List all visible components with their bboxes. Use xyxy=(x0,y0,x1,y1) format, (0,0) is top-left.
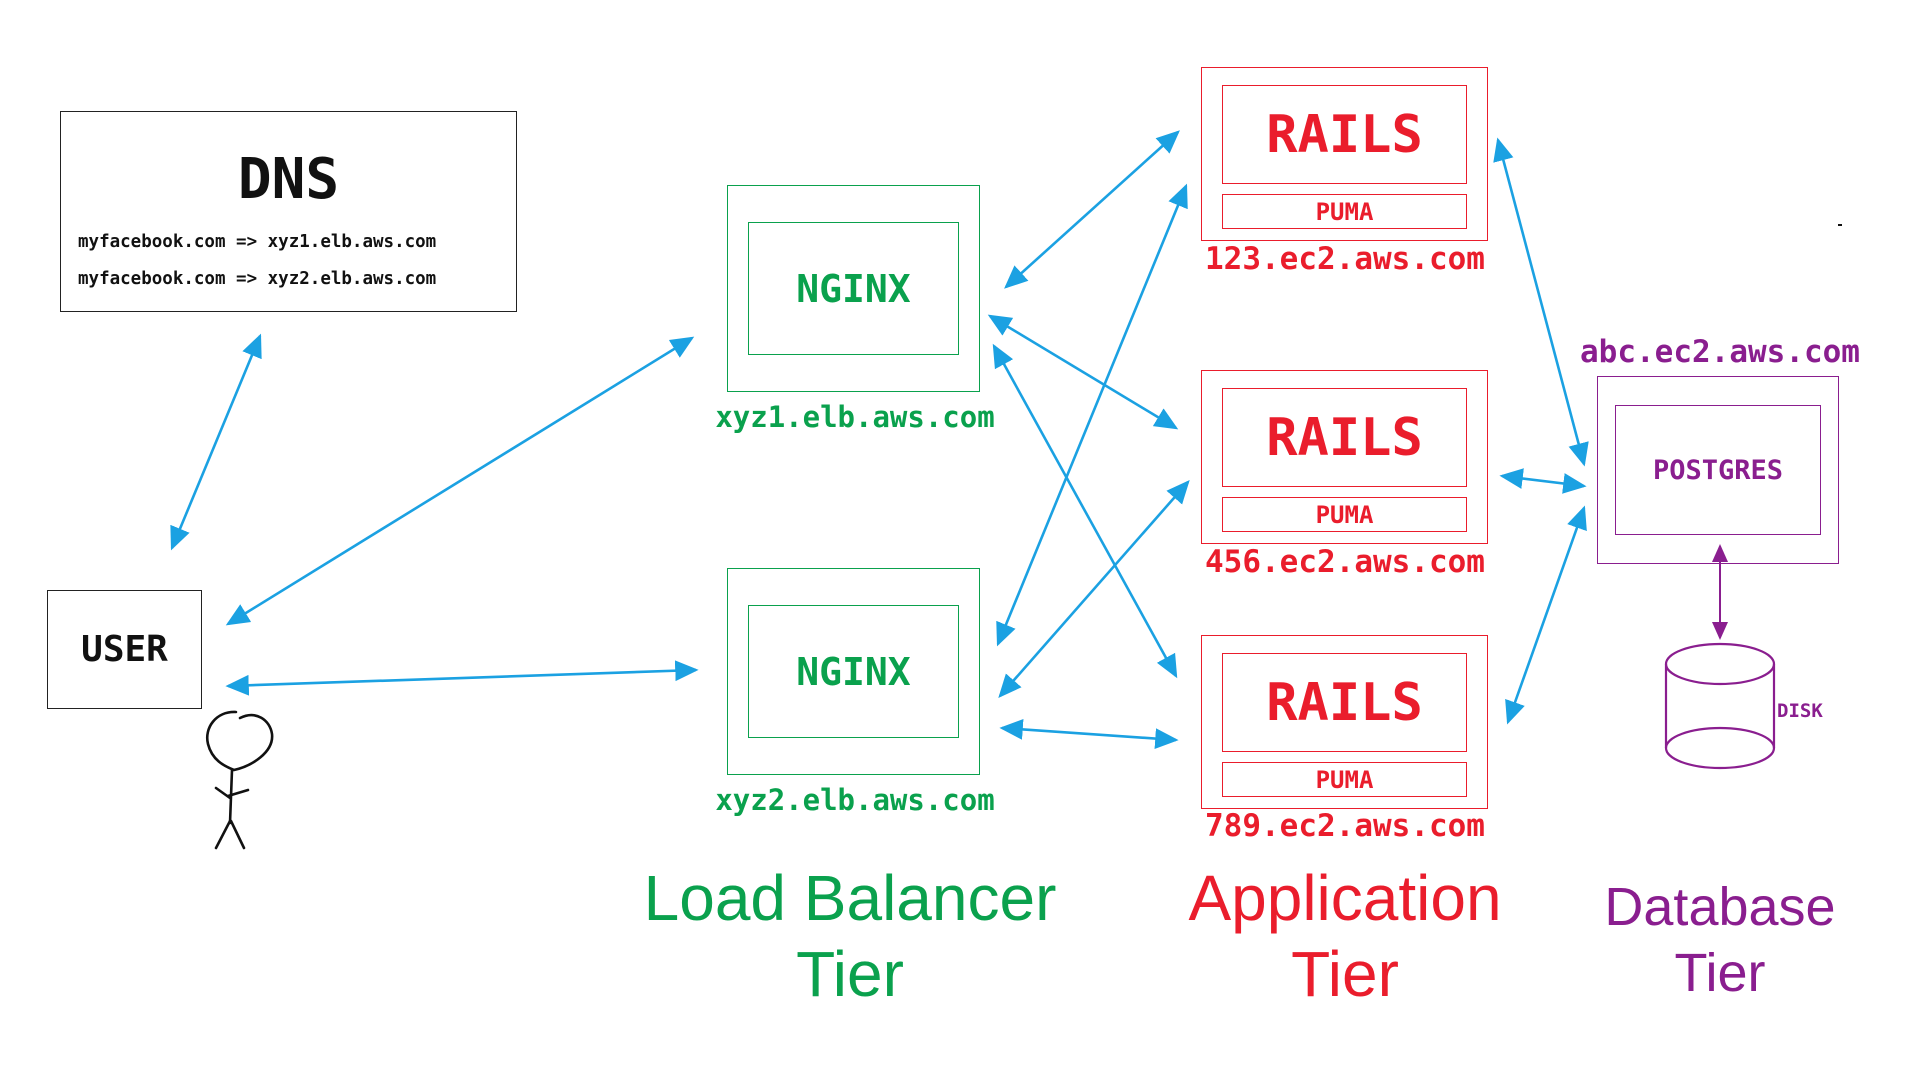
arrow-lb1-app3 xyxy=(992,343,1178,679)
app3-host: 789.ec2.aws.com xyxy=(1205,808,1485,844)
lb2-host: xyz2.elb.aws.com xyxy=(715,783,995,817)
disk-label: DISK xyxy=(1777,700,1823,722)
arrow-user-lb2 xyxy=(225,660,699,696)
dns-title: DNS xyxy=(237,147,340,212)
puma-label-3: PUMA xyxy=(1315,765,1374,794)
arrow-app2-db xyxy=(1499,468,1587,494)
arrow-lb1-app2 xyxy=(987,314,1179,430)
app2-host: 456.ec2.aws.com xyxy=(1205,544,1485,580)
user-label: USER xyxy=(81,629,168,670)
arrow-user-dns xyxy=(170,333,262,551)
postgres-label: POSTGRES xyxy=(1652,454,1784,486)
rails-box-2: RAILS xyxy=(1222,388,1467,487)
dns-record: myfacebook.com => xyz2.elb.aws.com xyxy=(78,269,437,289)
nginx-label-2: NGINX xyxy=(796,649,911,694)
database-server: POSTGRES xyxy=(1597,376,1839,564)
arrow-lb1-app1 xyxy=(1004,130,1180,289)
rails-label-2: RAILS xyxy=(1266,407,1423,468)
puma-box-2: PUMA xyxy=(1222,497,1467,532)
load-balancer-2: NGINX xyxy=(727,568,980,775)
rails-label-3: RAILS xyxy=(1266,672,1423,733)
stray-mark xyxy=(1838,224,1842,226)
arrow-app3-db xyxy=(1505,505,1587,725)
arrow-user-lb1 xyxy=(225,336,695,626)
nginx-box-2: NGINX xyxy=(748,605,959,738)
puma-label-1: PUMA xyxy=(1315,197,1374,226)
user-figure-icon xyxy=(205,710,274,850)
dns-box: DNS myfacebook.com => xyz1.elb.aws.com m… xyxy=(60,111,517,312)
puma-box-1: PUMA xyxy=(1222,194,1467,229)
puma-box-3: PUMA xyxy=(1222,762,1467,797)
arrow-lb2-app2 xyxy=(998,480,1190,698)
db-host: abc.ec2.aws.com xyxy=(1580,334,1860,370)
user-box: USER xyxy=(47,590,202,709)
rails-label-1: RAILS xyxy=(1266,104,1423,165)
arrow-lb2-app1 xyxy=(996,183,1188,647)
app1-host: 123.ec2.aws.com xyxy=(1205,241,1485,277)
postgres-box: POSTGRES xyxy=(1615,405,1821,535)
tier-label-database: Database Tier xyxy=(1604,877,1836,1003)
app-server-1: RAILS PUMA xyxy=(1201,67,1488,241)
rails-box-1: RAILS xyxy=(1222,85,1467,184)
tier-label-load-balancer: Load Balancer Tier xyxy=(643,862,1057,1010)
arrow-app1-db xyxy=(1493,137,1589,467)
nginx-label-1: NGINX xyxy=(796,266,911,311)
app-server-2: RAILS PUMA xyxy=(1201,370,1488,544)
disk-icon xyxy=(1664,642,1776,770)
dns-record: myfacebook.com => xyz1.elb.aws.com xyxy=(78,232,437,252)
puma-label-2: PUMA xyxy=(1315,500,1374,529)
lb1-host: xyz1.elb.aws.com xyxy=(715,400,995,434)
load-balancer-1: NGINX xyxy=(727,185,980,392)
tier-label-application: Application Tier xyxy=(1188,862,1502,1010)
rails-box-3: RAILS xyxy=(1222,653,1467,752)
arrow-lb2-app3 xyxy=(999,719,1179,749)
nginx-box-1: NGINX xyxy=(748,222,959,355)
app-server-3: RAILS PUMA xyxy=(1201,635,1488,809)
